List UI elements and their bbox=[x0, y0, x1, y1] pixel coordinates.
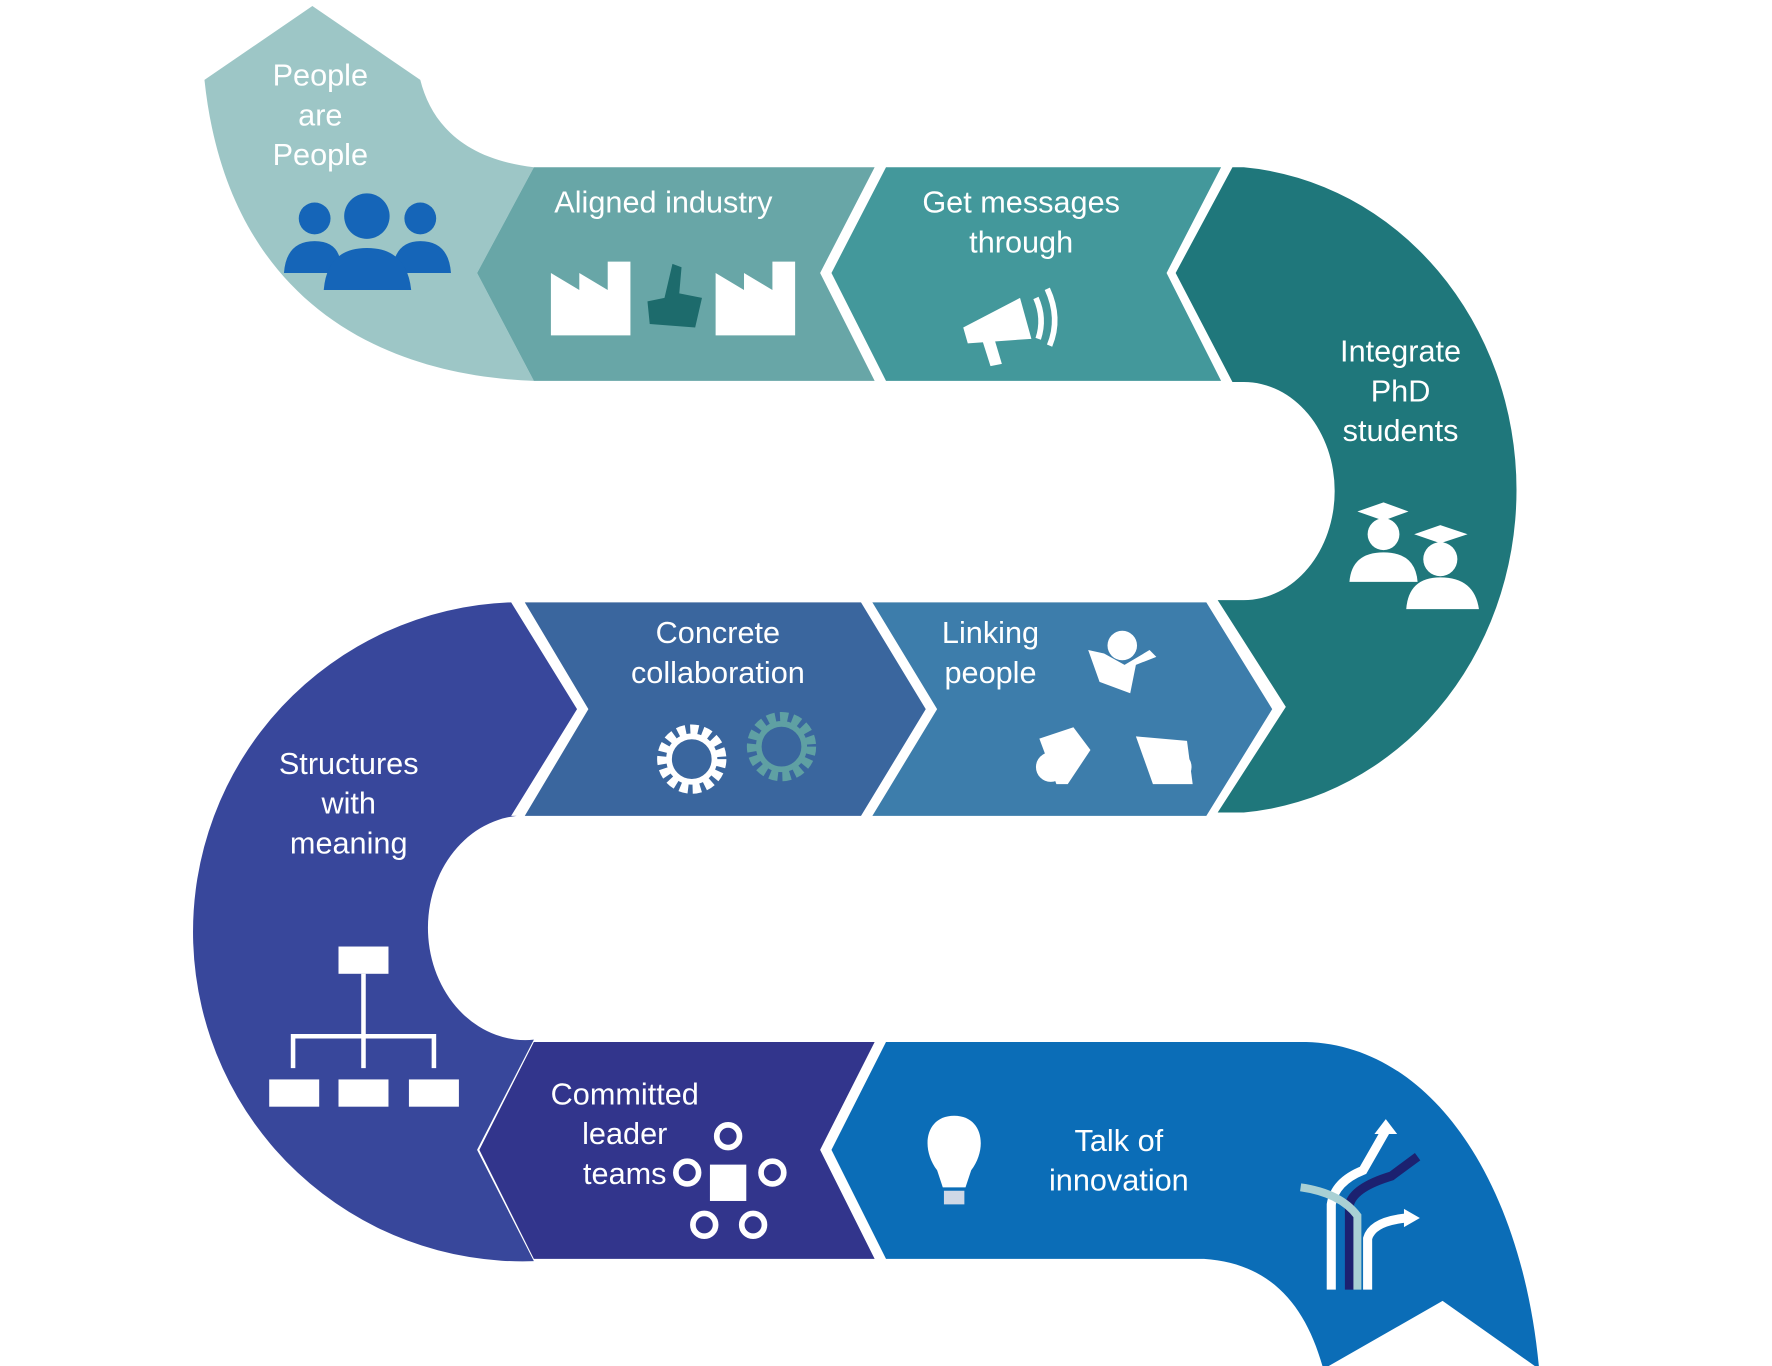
step-label-line: Concrete bbox=[656, 616, 780, 650]
step-label-line: people bbox=[944, 656, 1036, 690]
step-label-line: Committed bbox=[551, 1077, 699, 1111]
factory-thumbs-up-icon bbox=[550, 261, 796, 336]
step-label-line: innovation bbox=[1049, 1164, 1189, 1198]
step-aligned-industry: Aligned industry bbox=[477, 167, 875, 381]
graduates-icon bbox=[1349, 502, 1479, 610]
step-label-line: with bbox=[320, 787, 376, 821]
team-puzzle-icon bbox=[673, 1122, 787, 1240]
step-label-line: People bbox=[273, 138, 368, 172]
step-label-line: through bbox=[969, 225, 1073, 259]
segment-shape bbox=[1175, 167, 1517, 813]
people-group-icon bbox=[283, 193, 451, 290]
step-label-line: leader bbox=[582, 1117, 667, 1151]
step-label-line: People bbox=[273, 59, 368, 93]
step-label-line: Structures bbox=[279, 747, 419, 781]
step-talk-of-innovation: Talk of innovation bbox=[831, 1041, 1539, 1366]
segment-shape bbox=[872, 602, 1273, 816]
step-label-line: students bbox=[1343, 414, 1459, 448]
step-people-are-people: People are People bbox=[204, 6, 534, 381]
step-label-line: collaboration bbox=[631, 656, 805, 690]
step-label-line: Get messages bbox=[922, 186, 1120, 220]
step-label-line: Talk of bbox=[1075, 1124, 1164, 1158]
org-chart-icon bbox=[269, 946, 459, 1107]
step-label-line: teams bbox=[583, 1157, 666, 1191]
step-linking-people: Linking people bbox=[872, 602, 1273, 816]
lightbulb-arrows-icon bbox=[927, 1115, 1421, 1290]
step-concrete-collaboration: Concrete collaboration bbox=[524, 602, 926, 816]
gears-icon bbox=[657, 711, 817, 794]
segment-shape bbox=[479, 1041, 875, 1259]
step-structures-with-meaning: Structures with meaning bbox=[193, 602, 578, 1262]
step-label-line: Linking bbox=[942, 616, 1039, 650]
step-label-line: PhD bbox=[1371, 374, 1431, 408]
step-label-line: Integrate bbox=[1340, 335, 1461, 369]
step-committed-leader-teams: Committed leader teams bbox=[479, 1041, 875, 1259]
segment-shape bbox=[204, 6, 534, 381]
segment-shape bbox=[524, 602, 926, 816]
segment-shape bbox=[831, 167, 1222, 381]
step-label-line: Aligned industry bbox=[554, 186, 773, 220]
linked-people-icon bbox=[1035, 630, 1193, 785]
step-label-line: are bbox=[298, 98, 342, 132]
segment-shape bbox=[831, 1041, 1539, 1366]
megaphone-icon bbox=[963, 287, 1058, 367]
step-label-line: meaning bbox=[290, 826, 408, 860]
step-integrate-phd-students: Integrate PhD students bbox=[1175, 167, 1517, 813]
step-get-messages-through: Get messages through bbox=[831, 167, 1222, 381]
